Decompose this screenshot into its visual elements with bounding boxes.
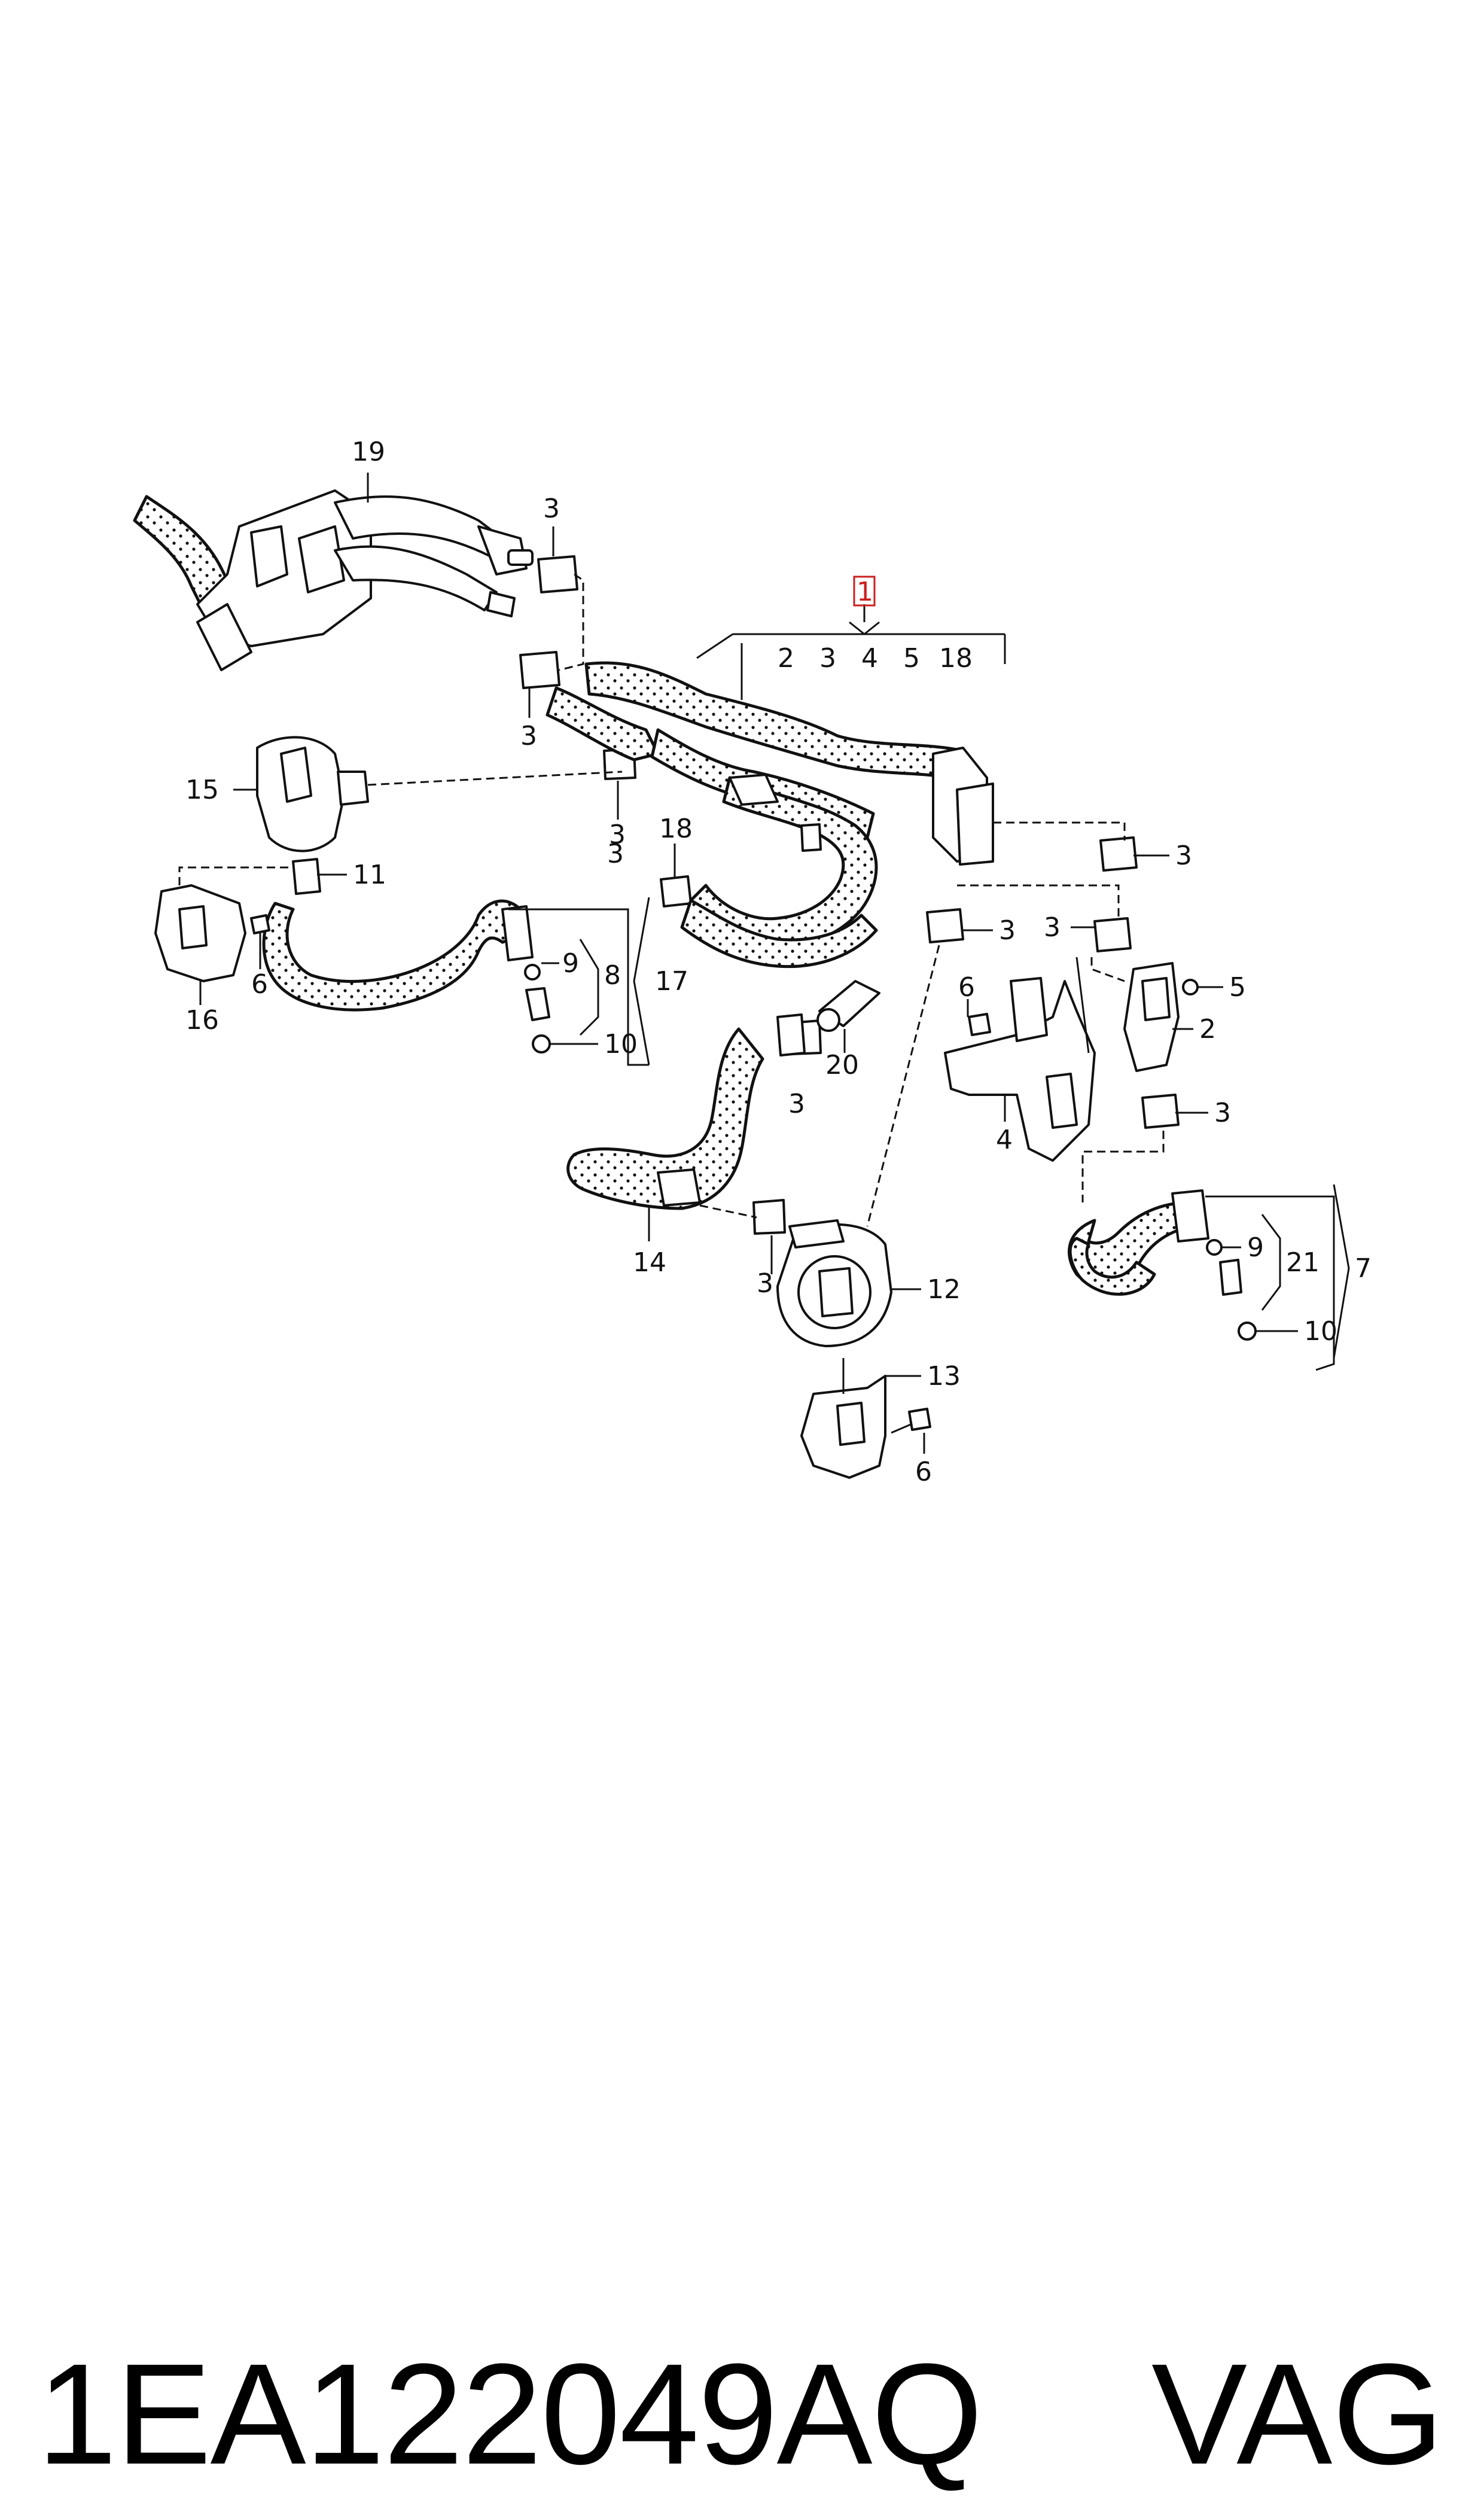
bracket-21-brace	[1261, 1214, 1281, 1311]
callout-3: 3	[543, 494, 560, 524]
callout-9: 9	[1247, 1232, 1264, 1263]
group-1-item: 2	[778, 643, 794, 674]
bracket-16	[154, 884, 246, 982]
callout-11: 11	[353, 860, 386, 890]
bracket-1-tip-b	[864, 621, 880, 635]
hose-14	[566, 1013, 806, 1210]
hose-18	[660, 875, 878, 969]
callout-3: 3	[1214, 1098, 1231, 1128]
sensor-left	[524, 964, 551, 1054]
callout-3: 3	[520, 721, 537, 751]
callout-14: 14	[633, 1247, 666, 1278]
valve-2	[1123, 962, 1199, 1072]
callout-3: 3	[1175, 841, 1192, 871]
leader-bracket-1	[696, 633, 733, 659]
callout-18: 18	[659, 814, 693, 844]
callout-20: 20	[825, 1050, 859, 1080]
callout-3: 3	[609, 820, 626, 850]
bolt-6-left	[250, 914, 270, 957]
water-pump-15	[256, 736, 369, 852]
callout-3: 3	[757, 1268, 773, 1299]
callout-7: 7	[1355, 1253, 1372, 1284]
bracket-17	[508, 908, 649, 1066]
dash-link-12	[866, 945, 940, 1227]
dash-link-16	[178, 866, 293, 885]
callout-19: 19	[352, 437, 385, 467]
bracket-7-brace	[1333, 1184, 1350, 1359]
callout-10: 10	[1304, 1316, 1337, 1347]
callout-17: 17	[655, 966, 688, 997]
bracket-7	[1205, 1195, 1335, 1371]
callout-1: 1	[857, 577, 873, 607]
dash-link-3-right	[993, 821, 1126, 841]
callout-8: 8	[604, 960, 621, 991]
callout-12: 12	[927, 1274, 961, 1305]
bracket-13	[800, 1375, 886, 1479]
brand-name: VAG	[1151, 2334, 1445, 2494]
dash-link-2	[1090, 957, 1125, 982]
callout-6: 6	[958, 972, 975, 1003]
callout-6: 6	[915, 1457, 932, 1487]
group-1-item: 3	[819, 643, 836, 674]
callout-10: 10	[604, 1029, 638, 1059]
part-number: 1EA122049AQ	[37, 2334, 983, 2494]
callout-3: 3	[607, 839, 624, 869]
bracket-8-brace	[579, 939, 599, 1036]
callout-13: 13	[927, 1361, 961, 1392]
bracket-1-tip-a	[849, 621, 865, 635]
dash-link-7	[1081, 1131, 1165, 1202]
bracket-17-brace	[633, 897, 650, 1065]
group-1-item: 5	[903, 643, 920, 674]
coolant-manifold-assembly	[133, 489, 534, 671]
bracket-4	[944, 957, 1096, 1162]
aux-pump-12	[776, 1219, 892, 1347]
hose-17	[262, 858, 534, 1012]
hose-7	[1068, 1189, 1209, 1296]
highlight-box-1	[853, 576, 876, 607]
dash-link-3-right2	[957, 884, 1120, 918]
hose-clamp	[519, 555, 1180, 1235]
callout-5: 5	[1229, 972, 1246, 1003]
dash-link-3	[559, 573, 584, 671]
main-hose-bundle	[546, 661, 994, 948]
callout-3: 3	[999, 915, 1016, 946]
callout-6: 6	[251, 969, 268, 1000]
dash-link-15	[367, 771, 623, 786]
group-1-item: 4	[861, 643, 878, 674]
part-number-footer: 1EA122049AQ VAG	[0, 2334, 1484, 2494]
callout-3: 3	[1044, 912, 1061, 943]
bolt-6-bottom	[891, 1408, 931, 1434]
callout-9: 9	[562, 948, 579, 979]
sensor-20	[816, 980, 880, 1032]
callout-3: 3	[788, 1089, 805, 1119]
bolt-6-right	[968, 1013, 991, 1036]
callout-4: 4	[996, 1125, 1013, 1155]
callout-2: 2	[1199, 1014, 1216, 1045]
callout-16: 16	[185, 1005, 219, 1036]
group-1-item: 18	[939, 643, 973, 674]
sensor-right	[1206, 1239, 1257, 1341]
callout-21: 21	[1286, 1247, 1320, 1278]
dash-link-14	[699, 1204, 757, 1219]
callout-15: 15	[185, 775, 219, 805]
